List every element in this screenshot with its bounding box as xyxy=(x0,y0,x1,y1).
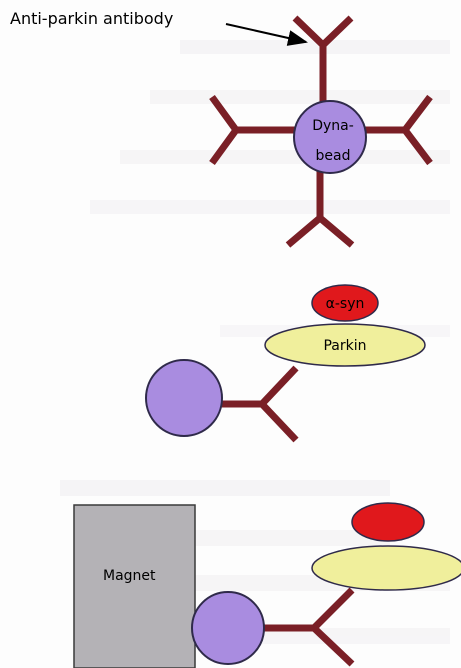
antibody-label: Anti-parkin antibody xyxy=(10,9,173,28)
alpha-syn-protein xyxy=(311,284,379,322)
alpha-syn-label: α-syn xyxy=(326,296,365,312)
alpha-syn-protein-magnet xyxy=(351,502,425,542)
bead xyxy=(145,359,223,437)
antibody-bottom xyxy=(285,165,355,248)
magnet-label: Magnet xyxy=(103,568,156,584)
antibody-magnet xyxy=(260,587,355,667)
bead-magnet xyxy=(191,591,265,665)
dynabead xyxy=(293,100,367,174)
antibody-right xyxy=(360,94,433,166)
dynabead-label-line1: Dyna- xyxy=(312,118,354,134)
antibody-left xyxy=(209,94,298,166)
antibody-bound xyxy=(218,365,299,443)
dynabead-complex: Dyna- bead xyxy=(209,15,433,248)
parkin-protein-magnet xyxy=(311,545,461,591)
dynabead-label-line2: bead xyxy=(316,148,351,164)
magnet xyxy=(73,504,196,668)
antibody-top xyxy=(292,15,354,108)
parkin-protein xyxy=(264,323,426,367)
antibody-pointer-arrow xyxy=(225,23,308,46)
bound-complex: Parkin α-syn xyxy=(145,284,426,443)
parkin-label: Parkin xyxy=(323,338,366,354)
magnet-complex: Magnet xyxy=(73,502,461,668)
